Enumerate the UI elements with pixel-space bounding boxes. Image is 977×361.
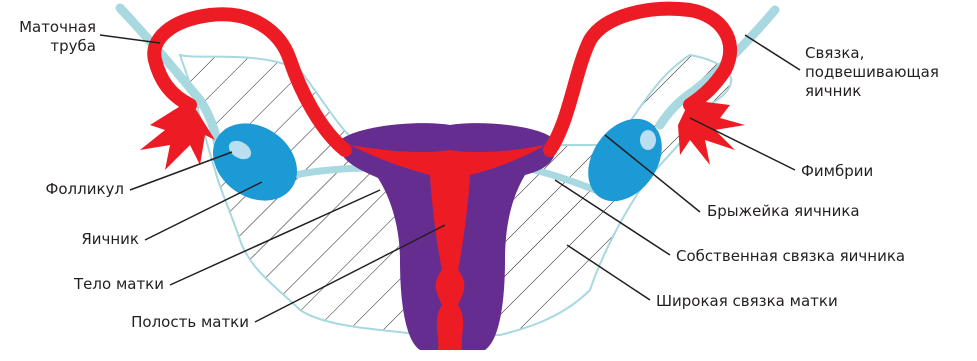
label-fallopian-tube: Маточная труба [0,18,96,56]
leader-suspensory [745,35,800,70]
label-follicle: Фолликул [0,180,124,199]
label-ovary: Яичник [0,230,139,249]
fimbriae-right [678,100,745,165]
label-suspensory-ligament: Связка, подвешивающая яичник [805,44,975,101]
label-fimbriae: Фимбрии [801,162,951,181]
label-uterus-body: Тело матки [0,275,164,294]
label-ovarian-ligament: Собственная связка яичника [676,247,974,266]
follicle-right [640,130,656,150]
label-broad-ligament: Широкая связка матки [656,292,916,311]
label-mesovarium: Брыжейка яичника [707,202,947,221]
label-uterine-cavity: Полость матки [0,313,249,332]
